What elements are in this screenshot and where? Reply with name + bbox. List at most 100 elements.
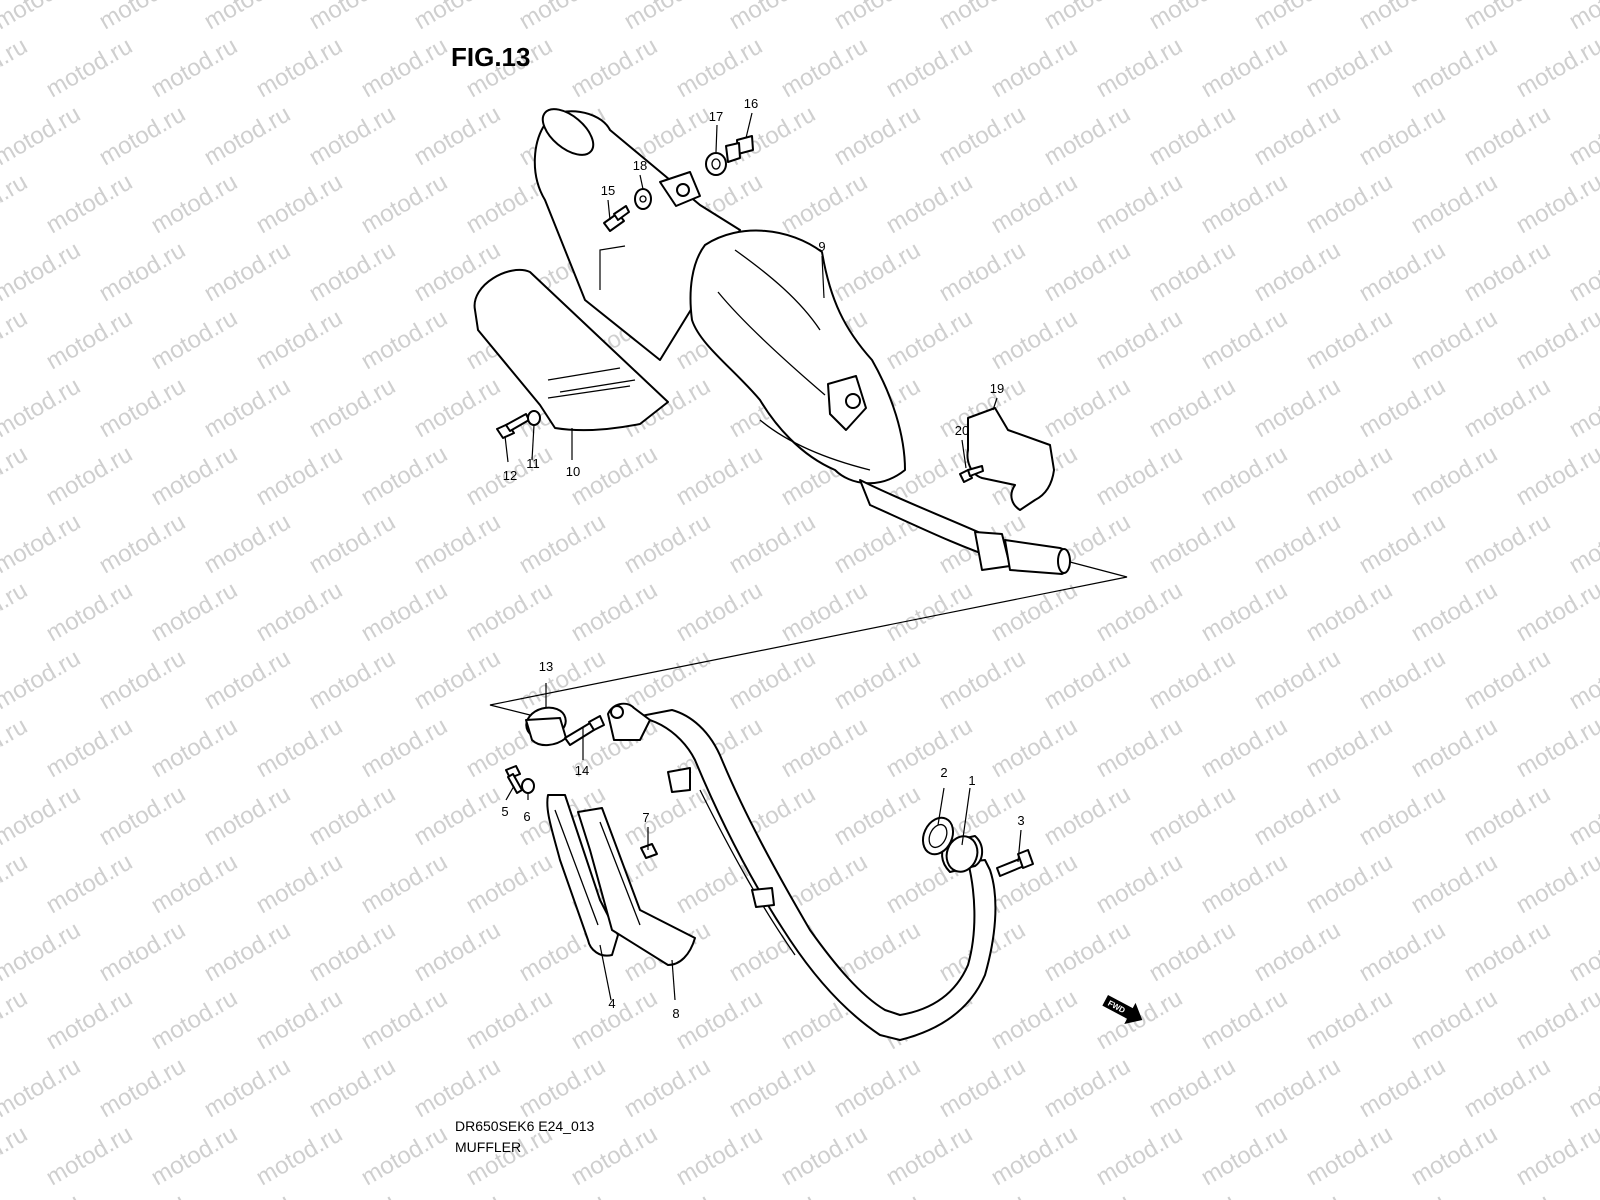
watermark-text: motod.ru	[305, 916, 401, 987]
watermark-text: motod.ru	[935, 100, 1031, 171]
watermark-text: motod.ru	[1565, 100, 1600, 171]
watermark-text: motod.ru	[935, 1188, 1031, 1200]
watermark-text: motod.ru	[1040, 780, 1136, 851]
watermark-text: motod.ru	[1460, 236, 1556, 307]
watermark-text: motod.ru	[410, 508, 506, 579]
watermark-text: motod.ru	[987, 168, 1083, 239]
watermark-text: motod.ru	[1302, 32, 1398, 103]
watermark-text: motod.ru	[0, 780, 85, 851]
watermark-text: motod.ru	[95, 372, 191, 443]
watermark-text: motod.ru	[830, 100, 926, 171]
watermark-text: motod.ru	[1355, 916, 1451, 987]
watermark-text: motod.ru	[0, 916, 85, 987]
watermark-text: motod.ru	[1040, 372, 1136, 443]
watermark-text: motod.ru	[147, 984, 243, 1055]
watermark-text: motod.ru	[1040, 916, 1136, 987]
watermark-text: motod.ru	[252, 576, 348, 647]
watermark-text: motod.ru	[305, 372, 401, 443]
watermark-text: motod.ru	[200, 372, 296, 443]
heat-cover	[966, 407, 1055, 511]
watermark-text: motod.ru	[200, 1052, 296, 1123]
watermark-text: motod.ru	[1145, 1052, 1241, 1123]
watermark-text: motod.ru	[42, 984, 138, 1055]
watermark-text: motod.ru	[0, 32, 32, 103]
watermark-text: motod.ru	[410, 1052, 506, 1123]
watermark-text: motod.ru	[462, 984, 558, 1055]
assembly-lines	[489, 245, 1128, 716]
watermark-text: motod.ru	[882, 712, 978, 783]
watermark-text: motod.ru	[935, 0, 1031, 35]
callout-9: 9	[818, 239, 825, 254]
watermark-text: motod.ru	[252, 32, 348, 103]
watermark-text: motod.ru	[0, 440, 32, 511]
watermark-text: motod.ru	[147, 576, 243, 647]
watermark-text: motod.ru	[0, 0, 85, 35]
watermark-text: motod.ru	[620, 1188, 716, 1200]
callout-13: 13	[539, 659, 553, 674]
callout-1: 1	[968, 773, 975, 788]
watermark-text: motod.ru	[777, 576, 873, 647]
callout-numbers: 1 2 3 4 5 6 7 8 9 10 11 12 13 14 15 16 1…	[501, 96, 1024, 1021]
callout-17: 17	[709, 109, 723, 124]
callout-8: 8	[672, 1006, 679, 1021]
watermark-text: motod.ru	[0, 100, 85, 171]
watermark-text: motod.ru	[200, 1188, 296, 1200]
watermark-text: motod.ru	[1302, 848, 1398, 919]
watermark-text: motod.ru	[987, 576, 1083, 647]
watermark-text: motod.ru	[42, 848, 138, 919]
callout-16: 16	[744, 96, 758, 111]
watermark-text: motod.ru	[42, 440, 138, 511]
watermark-text: motod.ru	[1197, 32, 1293, 103]
callout-7: 7	[642, 810, 649, 825]
watermark-text: motod.ru	[1197, 304, 1293, 375]
watermark-text: motod.ru	[42, 712, 138, 783]
watermark-text: motod.ru	[252, 304, 348, 375]
watermark-text: motod.ru	[95, 236, 191, 307]
watermark-text: motod.ru	[515, 1188, 611, 1200]
watermark-text: motod.ru	[1460, 100, 1556, 171]
callout-19: 19	[990, 381, 1004, 396]
watermark-text: motod.ru	[725, 0, 821, 35]
watermark-text: motod.ru	[1302, 576, 1398, 647]
watermark-text: motod.ru	[462, 848, 558, 919]
watermark-text: motod.ru	[252, 712, 348, 783]
watermark-text: motod.ru	[1302, 168, 1398, 239]
callout-14: 14	[575, 763, 589, 778]
watermark-text: motod.ru	[1512, 848, 1600, 919]
callout-leaders	[504, 112, 1022, 1001]
watermark-text: motod.ru	[305, 780, 401, 851]
watermark-text: motod.ru	[882, 1120, 978, 1191]
watermark-text: motod.ru	[725, 1052, 821, 1123]
watermark-text: motod.ru	[357, 32, 453, 103]
watermark-text: motod.ru	[1197, 848, 1293, 919]
watermark-text: motod.ru	[1092, 576, 1188, 647]
watermark-text: motod.ru	[1145, 644, 1241, 715]
watermark-text: motod.ru	[305, 236, 401, 307]
watermark-text: motod.ru	[672, 440, 768, 511]
watermark-text: motod.ru	[42, 168, 138, 239]
watermark-text: motod.ru	[1460, 780, 1556, 851]
watermark-text: motod.ru	[0, 1052, 85, 1123]
watermark-text: motod.ru	[95, 0, 191, 35]
watermark-text: motod.ru	[882, 168, 978, 239]
watermark-text: motod.ru	[305, 1188, 401, 1200]
watermark-text: motod.ru	[1512, 984, 1600, 1055]
watermark-text: motod.ru	[935, 236, 1031, 307]
watermark-text: motod.ru	[357, 440, 453, 511]
watermark-text: motod.ru	[987, 712, 1083, 783]
watermark-text: motod.ru	[305, 1052, 401, 1123]
watermark-text: motod.ru	[725, 1188, 821, 1200]
figure-title: FIG.13	[451, 42, 530, 72]
watermark-text: motod.ru	[1407, 304, 1503, 375]
watermark-text: motod.ru	[1512, 1120, 1600, 1191]
watermark-text: motod.ru	[357, 304, 453, 375]
watermark-text: motod.ru	[42, 1120, 138, 1191]
watermark-text: motod.ru	[42, 32, 138, 103]
watermark-text: motod.ru	[357, 168, 453, 239]
watermark-text: motod.ru	[1092, 304, 1188, 375]
watermark-text: motod.ru	[147, 848, 243, 919]
watermark-text: motod.ru	[0, 236, 85, 307]
watermark-text: motod.ru	[1250, 780, 1346, 851]
exhaust-gaskets	[921, 816, 1034, 877]
